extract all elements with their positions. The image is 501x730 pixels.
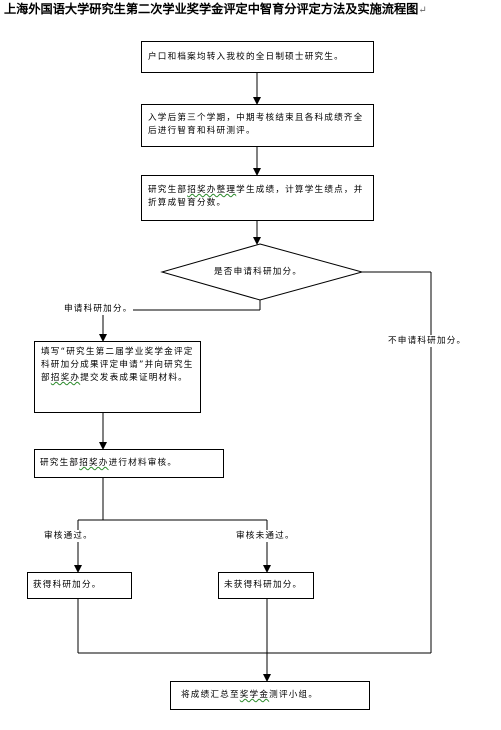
node-step4-text-a: 填写“研究生第二届学业奖学金评定科研加分成果评定申请”并向研究生部 [41,347,194,383]
node-pass-result: 获得科研加分。 [27,572,132,599]
node-final-text-a: 将成绩汇总至 [181,690,240,700]
node-step2-text: 入学后第三个学期，中期考核结束且各科成绩齐全后进行智育和科研测评。 [148,113,364,136]
decision-text: 是否申请科研加分。 [214,267,303,277]
node-final-text-underlined: 奖学金 [239,690,270,700]
node-step5: 研究生部招奖办进行材料审核。 [34,449,224,478]
decision-label: 是否申请科研加分。 [214,266,302,278]
edge-label-pass: 审核通过。 [44,530,93,542]
edge-label-apply-text: 申请科研加分。 [64,304,133,314]
node-final: 将成绩汇总至奖学金测评小组。 [170,681,370,710]
edge-label-fail-text: 审核未通过。 [236,531,295,541]
edge-label-apply: 申请科研加分。 [64,303,133,315]
node-fail-result-text: 未获得科研加分。 [224,580,303,590]
node-final-text-b: 测评小组。 [269,690,319,700]
page-title: 上海外国语大学研究生第二次学业奖学金评定中智育分评定方法及实施流程图↵ [4,0,499,18]
node-step4-text-b: 提交发表成果证明材料。 [80,373,188,383]
edge-label-pass-text: 审核通过。 [44,531,93,541]
node-step3: 研究生部招奖办整理学生成绩，计算学生绩点，并折算成智育分数。 [141,175,374,221]
node-pass-result-text: 获得科研加分。 [33,580,102,590]
node-step5-text-a: 研究生部 [40,458,80,468]
node-step2: 入学后第三个学期，中期考核结束且各科成绩齐全后进行智育和科研测评。 [141,104,374,147]
title-text: 上海外国语大学研究生第二次学业奖学金评定中智育分评定方法及实施流程图 [4,2,419,16]
node-step4-text-underlined: 招奖办 [50,373,81,383]
node-step1-text: 户口和档案均转入我校的全日制硕士研究生。 [148,52,344,62]
paragraph-mark-icon: ↵ [418,5,427,16]
edge-label-not-apply-text: 不申请科研加分。 [388,336,467,346]
node-step5-text-b: 进行材料审核。 [108,458,178,468]
node-step3-text-b: 学生成绩，计算学生绩点，并折算成智育分数。 [148,185,364,208]
edge-label-not-apply: 不申请科研加分。 [388,335,467,347]
edge-label-fail: 审核未通过。 [236,530,295,542]
node-step3-text-underlined: 招奖办整理 [187,185,237,195]
node-fail-result: 未获得科研加分。 [218,572,314,599]
node-step4: 填写“研究生第二届学业奖学金评定科研加分成果评定申请”并向研究生部招奖办提交发表… [34,341,201,413]
node-step5-text-underlined: 招奖办 [79,458,109,468]
node-step3-text-a: 研究生部 [148,185,188,195]
node-step1: 户口和档案均转入我校的全日制硕士研究生。 [141,41,374,73]
